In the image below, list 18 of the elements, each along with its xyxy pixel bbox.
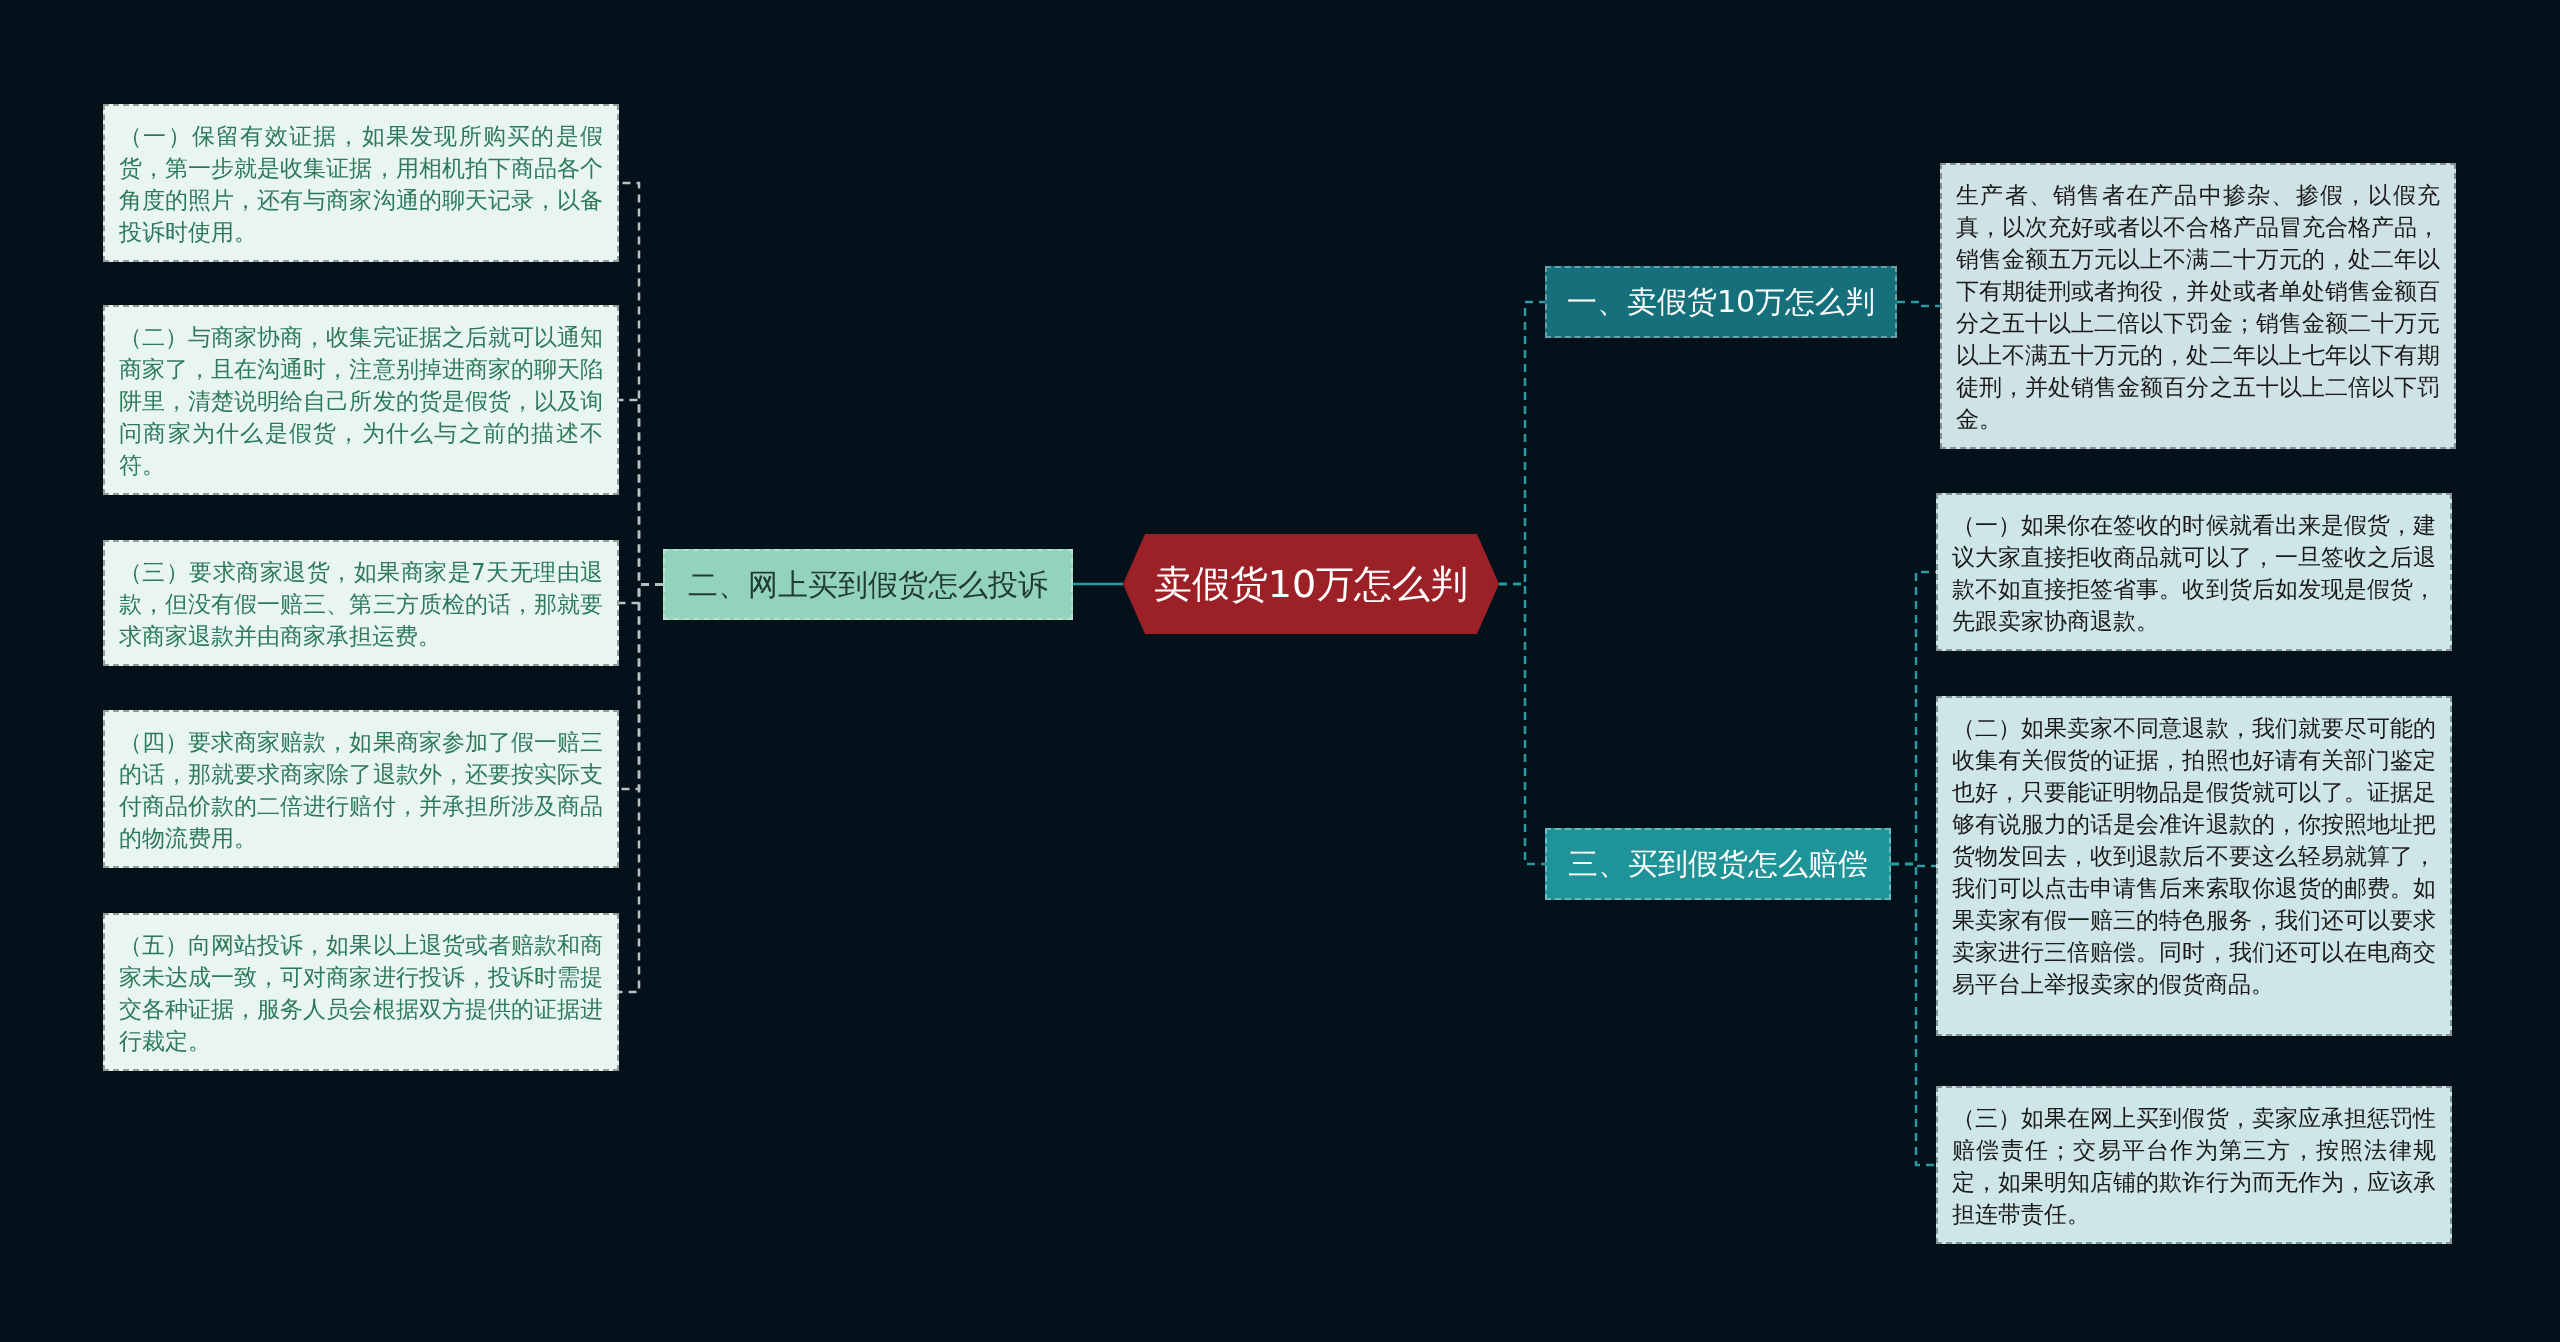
note-box: 生产者、销售者在产品中掺杂、掺假，以假充真，以次充好或者以不合格产品冒充合格产品，销售金额五万元以上不满二十万元的，处二年以下有期徒刑或者拘役，并处或者单处销售金额百分之五十以上二倍以下罚金；销售金额二十万元以上不满五十万元的，处二年以上七年以下有期徒刑，并处销售金额百分之五十以上二倍以下罚金。: [1940, 163, 2456, 449]
note-box: （一）如果你在签收的时候就看出来是假货，建议大家直接拒收商品就可以了，一旦签收之后退款不如直接拒签省事。收到货后如发现是假货，先跟卖家协商退款。: [1936, 493, 2452, 651]
connector: [1891, 862, 1936, 1167]
connector: [1897, 300, 1940, 308]
note-box: （一）保留有效证据，如果发现所购买的是假货，第一步就是收集证据，用相机拍下商品各个角度的照片，还有与商家沟通的聊天记录，以备投诉时使用。: [103, 104, 619, 262]
connector: [1499, 582, 1545, 866]
connector: [1073, 582, 1123, 586]
note-box: （三）如果在网上买到假货，卖家应承担惩罚性赔偿责任；交易平台作为第三方，按照法律规定，如果明知店铺的欺诈行为而无作为，应该承担连带责任。: [1936, 1086, 2452, 1244]
branch-box: 二、网上买到假货怎么投诉: [663, 549, 1073, 620]
topic-title: 卖假货10万怎么判: [1152, 561, 1470, 608]
note-box: （二）与商家协商，收集完证据之后就可以通知商家了，且在沟通时，注意别掉进商家的聊天陷阱里，清楚说明给自己所发的货是假货，以及询问商家为什么是假货，为什么与之前的描述不符。: [103, 305, 619, 495]
connector: [619, 583, 663, 994]
note-box: （三）要求商家退货，如果商家是7天无理由退款，但没有假一赔三、第三方质检的话，那就要求商家退款并由商家承担运费。: [103, 540, 619, 666]
note-box: （五）向网站投诉，如果以上退货或者赔款和商家未达成一致，可对商家进行投诉，投诉时需提交各种证据，服务人员会根据双方提供的证据进行裁定。: [103, 913, 619, 1071]
branch-box: 一、卖假货10万怎么判: [1545, 266, 1897, 338]
note-box: （四）要求商家赔款，如果商家参加了假一赔三的话，那就要求商家除了退款外，还要按实际支付商品价款的二倍进行赔付，并承担所涉及商品的物流费用。: [103, 710, 619, 868]
branch-box: 三、买到假货怎么赔偿: [1545, 828, 1891, 900]
note-box: （二）如果卖家不同意退款，我们就要尽可能的收集有关假货的证据，拍照也好请有关部门鉴定也好，只要能证明物品是假货就可以了。证据足够有说服力的话是会准许退款的，你按照地址把货物发回去，收到退款后不要这么轻易就算了，我们可以点击申请售后来索取你退货的邮费。如果卖家有假一赔三的特色服务，我们还可以要求卖家进行三倍赔偿。同时，我们还可以在电商交易平台上举报卖家的假货商品。: [1936, 696, 2452, 1036]
